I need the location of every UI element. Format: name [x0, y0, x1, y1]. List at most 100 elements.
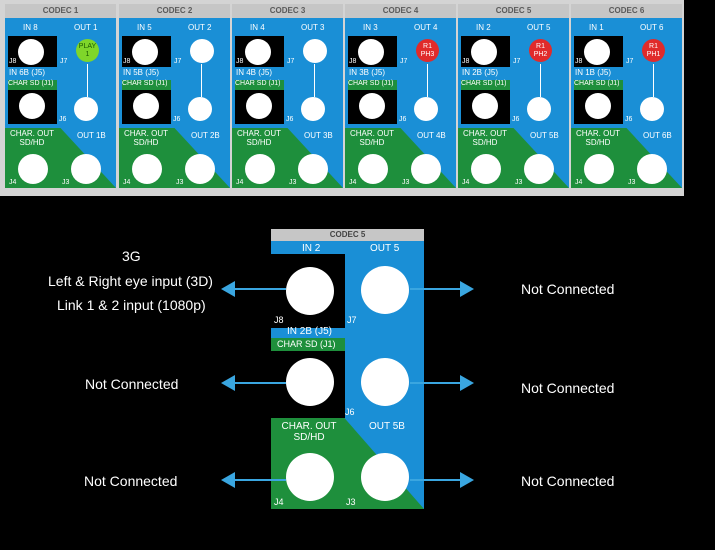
detail-char-sd-connector[interactable] — [286, 358, 334, 406]
j6-connector[interactable] — [188, 97, 212, 121]
j8-connector[interactable] — [358, 39, 384, 65]
j3-connector[interactable] — [71, 154, 101, 184]
j4-label: J4 — [462, 179, 470, 186]
j3-label: J3 — [289, 179, 297, 186]
j6-connector[interactable] — [301, 97, 325, 121]
j7-label: J7 — [287, 58, 295, 65]
j6-label: J6 — [399, 116, 407, 123]
j6-label: J6 — [59, 116, 67, 123]
j4-label: J4 — [575, 179, 583, 186]
j4-connector[interactable] — [471, 154, 501, 184]
j3-connector[interactable] — [298, 154, 328, 184]
j6-label: J6 — [625, 116, 633, 123]
out-label: OUT 3 — [301, 23, 325, 32]
detail-in-sub-label: IN 2B (J5) — [287, 326, 333, 337]
j7-label: J7 — [626, 58, 634, 65]
char-sd-connector[interactable] — [472, 93, 498, 119]
j3-label: J3 — [176, 179, 184, 186]
j6-label: J6 — [512, 116, 520, 123]
j6-label: J6 — [173, 116, 181, 123]
codec-title: CODEC 4 — [345, 4, 456, 18]
in-label: IN 5 — [137, 23, 152, 32]
char-sd-label: CHAR SD (J1) — [235, 80, 281, 87]
codec-title: CODEC 3 — [232, 4, 343, 18]
detail-j7-connector[interactable] — [361, 266, 409, 314]
char-out-label: CHAR. OUT SD/HD — [576, 129, 620, 147]
j3-connector[interactable] — [411, 154, 441, 184]
note-link-input: Link 1 & 2 input (1080p) — [57, 297, 206, 313]
j3-connector[interactable] — [185, 154, 215, 184]
j6-label: J6 — [286, 116, 294, 123]
j3-connector[interactable] — [637, 154, 667, 184]
char-sd-bar — [122, 80, 171, 90]
char-sd-connector[interactable] — [19, 93, 45, 119]
j8-connector[interactable] — [245, 39, 271, 65]
j8-connector[interactable] — [471, 39, 497, 65]
detail-j8-label: J8 — [274, 315, 284, 325]
detail-char-sd-label: CHAR SD (J1) — [277, 339, 336, 349]
j3-label: J3 — [62, 179, 70, 186]
note-not-connected-char-sd: Not Connected — [85, 376, 179, 392]
arrow-left-char-out — [221, 472, 286, 488]
j4-connector[interactable] — [18, 154, 48, 184]
j4-connector[interactable] — [132, 154, 162, 184]
status-badge: R1 PH2 — [529, 39, 552, 62]
j8-connector[interactable] — [132, 39, 158, 65]
j8-connector[interactable] — [584, 39, 610, 65]
char-out-label: CHAR. OUT SD/HD — [10, 129, 54, 147]
note-3g: 3G — [122, 248, 141, 264]
detail-j3-connector[interactable] — [361, 453, 409, 501]
j7-connector[interactable] — [303, 39, 327, 63]
j6-connector[interactable] — [74, 97, 98, 121]
detail-j4-connector[interactable] — [286, 453, 334, 501]
in-sub-label: IN 5B (J5) — [123, 68, 160, 77]
j7-connector[interactable] — [190, 39, 214, 63]
connector-wire — [314, 64, 315, 97]
j4-connector[interactable] — [245, 154, 275, 184]
char-sd-connector[interactable] — [246, 93, 272, 119]
connector-wire — [201, 64, 202, 97]
j6-connector[interactable] — [640, 97, 664, 121]
j7-label: J7 — [60, 58, 68, 65]
detail-j6-connector[interactable] — [361, 358, 409, 406]
j4-connector[interactable] — [358, 154, 388, 184]
detail-j7-label: J7 — [347, 315, 357, 325]
note-not-connected-out5: Not Connected — [521, 281, 615, 297]
codec-detail: CODEC 5 IN 2 OUT 5 J8 J7 IN 2B (J5) CHAR… — [271, 229, 424, 509]
j3-label: J3 — [515, 179, 523, 186]
j4-connector[interactable] — [584, 154, 614, 184]
codec-title: CODEC 2 — [119, 4, 230, 18]
detail-out-label: OUT 5 — [370, 243, 400, 254]
char-sd-bar — [574, 80, 623, 90]
j8-connector[interactable] — [18, 39, 44, 65]
note-not-connected-j3: Not Connected — [521, 473, 615, 489]
detail-j8-connector[interactable] — [286, 267, 334, 315]
j4-label: J4 — [123, 179, 131, 186]
detail-title: CODEC 5 — [271, 229, 424, 241]
in-sub-label: IN 2B (J5) — [462, 68, 499, 77]
note-not-connected-char-out: Not Connected — [84, 473, 178, 489]
j3-connector[interactable] — [524, 154, 554, 184]
detail-j6-label: J6 — [345, 407, 355, 417]
in-label: IN 8 — [23, 23, 38, 32]
char-sd-connector[interactable] — [585, 93, 611, 119]
arrow-right-j3 — [410, 472, 474, 488]
j6-connector[interactable] — [414, 97, 438, 121]
j3-label: J3 — [628, 179, 636, 186]
char-sd-connector[interactable] — [133, 93, 159, 119]
char-out-label: CHAR. OUT SD/HD — [237, 129, 281, 147]
char-sd-connector[interactable] — [359, 93, 385, 119]
out-label: OUT 1 — [74, 23, 98, 32]
in-sub-label: IN 3B (J5) — [349, 68, 386, 77]
detail-j4-label: J4 — [274, 497, 284, 507]
detail-in-label: IN 2 — [302, 243, 321, 254]
j7-label: J7 — [513, 58, 521, 65]
out-label: OUT 4 — [414, 23, 438, 32]
connector-wire — [427, 64, 428, 97]
j6-connector[interactable] — [527, 97, 551, 121]
